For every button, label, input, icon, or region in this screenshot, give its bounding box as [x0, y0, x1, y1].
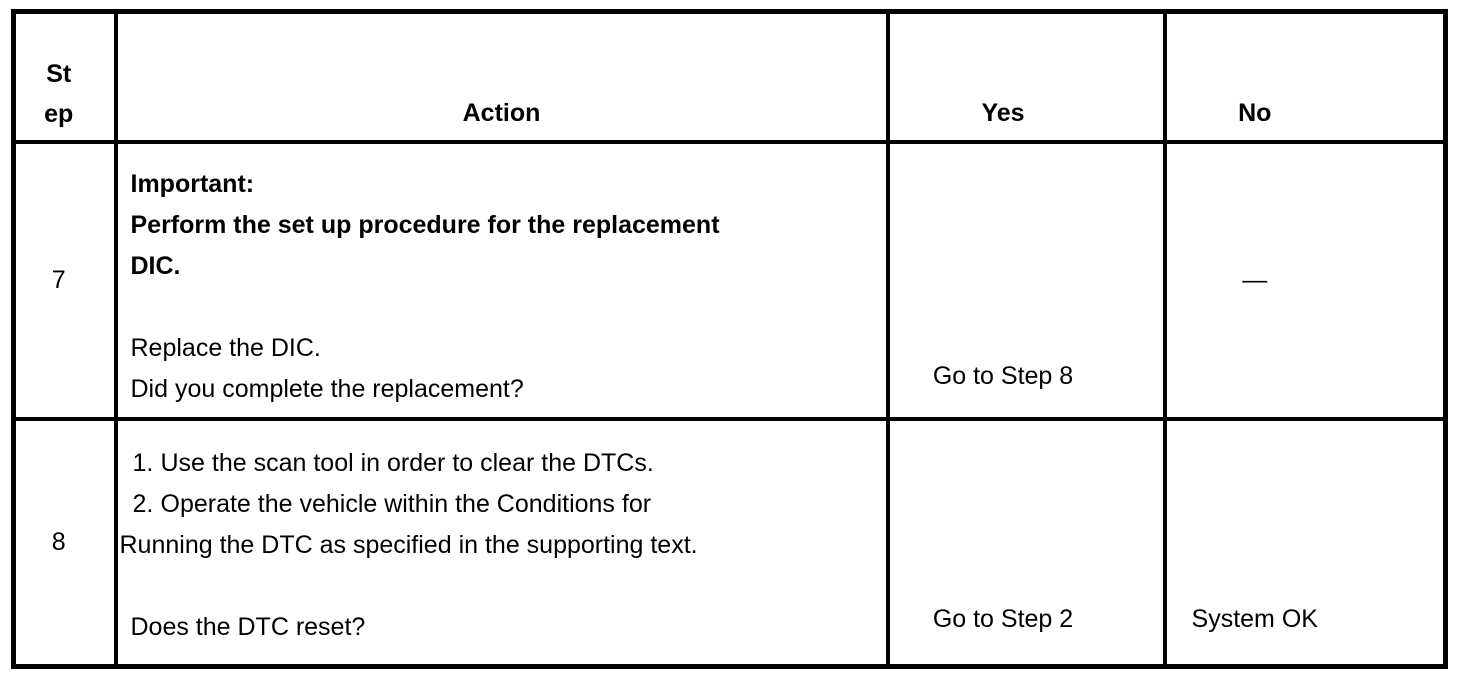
no-result-step-7: — — [1162, 139, 1448, 421]
instruction-text: Replace the DIC. — [130, 333, 321, 362]
question-text-step-7: Did you complete the replacement? — [130, 374, 524, 403]
important-body-line-1: Perform the set up procedure for the rep… — [130, 210, 720, 239]
list-number-2: 2. — [132, 489, 154, 518]
yes-result-step-7: Go to Step 8 — [885, 139, 1167, 421]
yes-result-step-8: Go to Step 2 — [885, 416, 1167, 669]
column-header-yes: Yes — [885, 9, 1167, 144]
list-number-1: 1. — [132, 448, 154, 477]
wrapped-continuation-line: Running the DTC as specified in the supp… — [119, 530, 698, 559]
action-content-step-8: 1.Use the scan tool in order to clear th… — [118, 421, 886, 648]
numbered-step-2: 2.Operate the vehicle within the Conditi… — [133, 484, 886, 525]
diagnostic-table-container: St ep Action Yes No 7 Important: Perform… — [11, 9, 1448, 669]
question-text-step-8: Does the DTC reset? — [130, 612, 366, 641]
step-header-line-2: ep — [44, 99, 74, 128]
numbered-step-1: 1.Use the scan tool in order to clear th… — [133, 443, 886, 484]
spacer-line — [118, 287, 886, 328]
column-header-step: St ep — [11, 9, 118, 144]
list-text-1: Use the scan tool in order to clear the … — [160, 448, 654, 477]
list-text-2: Operate the vehicle within the Condition… — [160, 489, 652, 518]
table-row-step-7: 7 Important: Perform the set up procedur… — [11, 139, 1448, 421]
table-row-step-8: 8 1.Use the scan tool in order to clear … — [11, 416, 1448, 669]
step-number-7: 7 — [11, 139, 118, 421]
step-header-line-1: St — [46, 59, 72, 88]
no-result-step-8: System OK — [1162, 416, 1448, 669]
important-label: Important: — [130, 169, 255, 198]
column-header-action: Action — [113, 9, 890, 144]
spacer-line — [118, 566, 886, 607]
step-number-8: 8 — [11, 416, 118, 669]
diagnostic-table: St ep Action Yes No 7 Important: Perform… — [11, 9, 1448, 669]
action-cell-step-8: 1.Use the scan tool in order to clear th… — [113, 416, 890, 669]
column-header-no: No — [1162, 9, 1448, 144]
action-cell-step-7: Important: Perform the set up procedure … — [113, 139, 890, 421]
action-content-step-7: Important: Perform the set up procedure … — [118, 144, 886, 410]
table-header-row: St ep Action Yes No — [11, 9, 1448, 144]
important-body-line-2: DIC. — [130, 251, 181, 280]
